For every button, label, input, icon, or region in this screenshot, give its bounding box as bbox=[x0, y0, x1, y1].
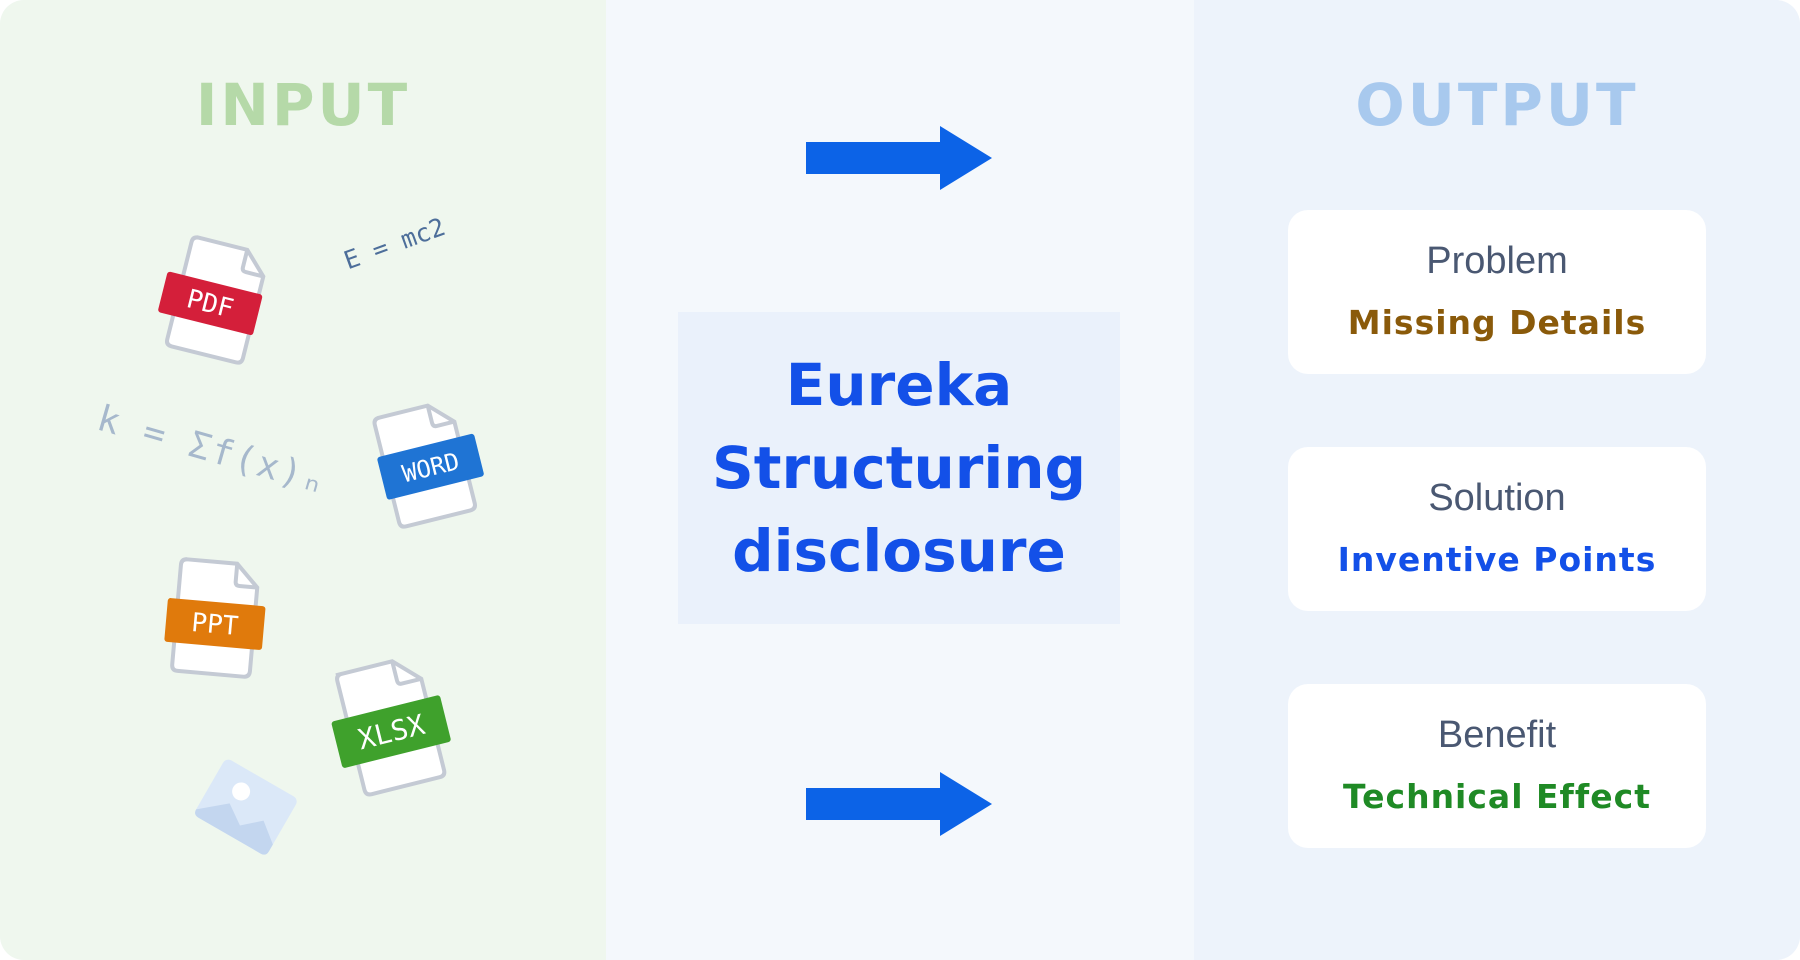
card-label: Solution bbox=[1428, 477, 1566, 519]
process-title-line-2: Structuring bbox=[711, 433, 1087, 502]
pdf-file-icon: PDF bbox=[158, 235, 266, 365]
solution-card: Solution Inventive Points bbox=[1288, 447, 1706, 611]
card-value: Technical Effect bbox=[1343, 777, 1651, 816]
ppt-file-icon: PPT bbox=[164, 557, 266, 679]
arrow-right-icon bbox=[806, 772, 992, 836]
card-value: Inventive Points bbox=[1337, 540, 1657, 579]
arrow-right-icon bbox=[806, 126, 992, 190]
process-box: Eureka Structuring disclosure bbox=[678, 312, 1120, 624]
process-title-line-3: disclosure bbox=[732, 516, 1066, 585]
input-panel bbox=[0, 0, 606, 960]
xlsx-file-icon: XLSX bbox=[331, 659, 451, 797]
problem-card: Problem Missing Details bbox=[1288, 210, 1706, 374]
output-heading: OUTPUT bbox=[1355, 71, 1639, 139]
ppt-file-label: PPT bbox=[190, 608, 240, 642]
word-file-icon: WORD bbox=[372, 403, 484, 529]
process-title-line-1: Eureka bbox=[785, 350, 1013, 419]
benefit-card: Benefit Technical Effect bbox=[1288, 684, 1706, 848]
card-label: Problem bbox=[1426, 240, 1568, 282]
image-icon bbox=[195, 759, 297, 855]
input-heading: INPUT bbox=[195, 71, 411, 139]
card-value: Missing Details bbox=[1347, 303, 1647, 342]
card-label: Benefit bbox=[1437, 714, 1557, 756]
